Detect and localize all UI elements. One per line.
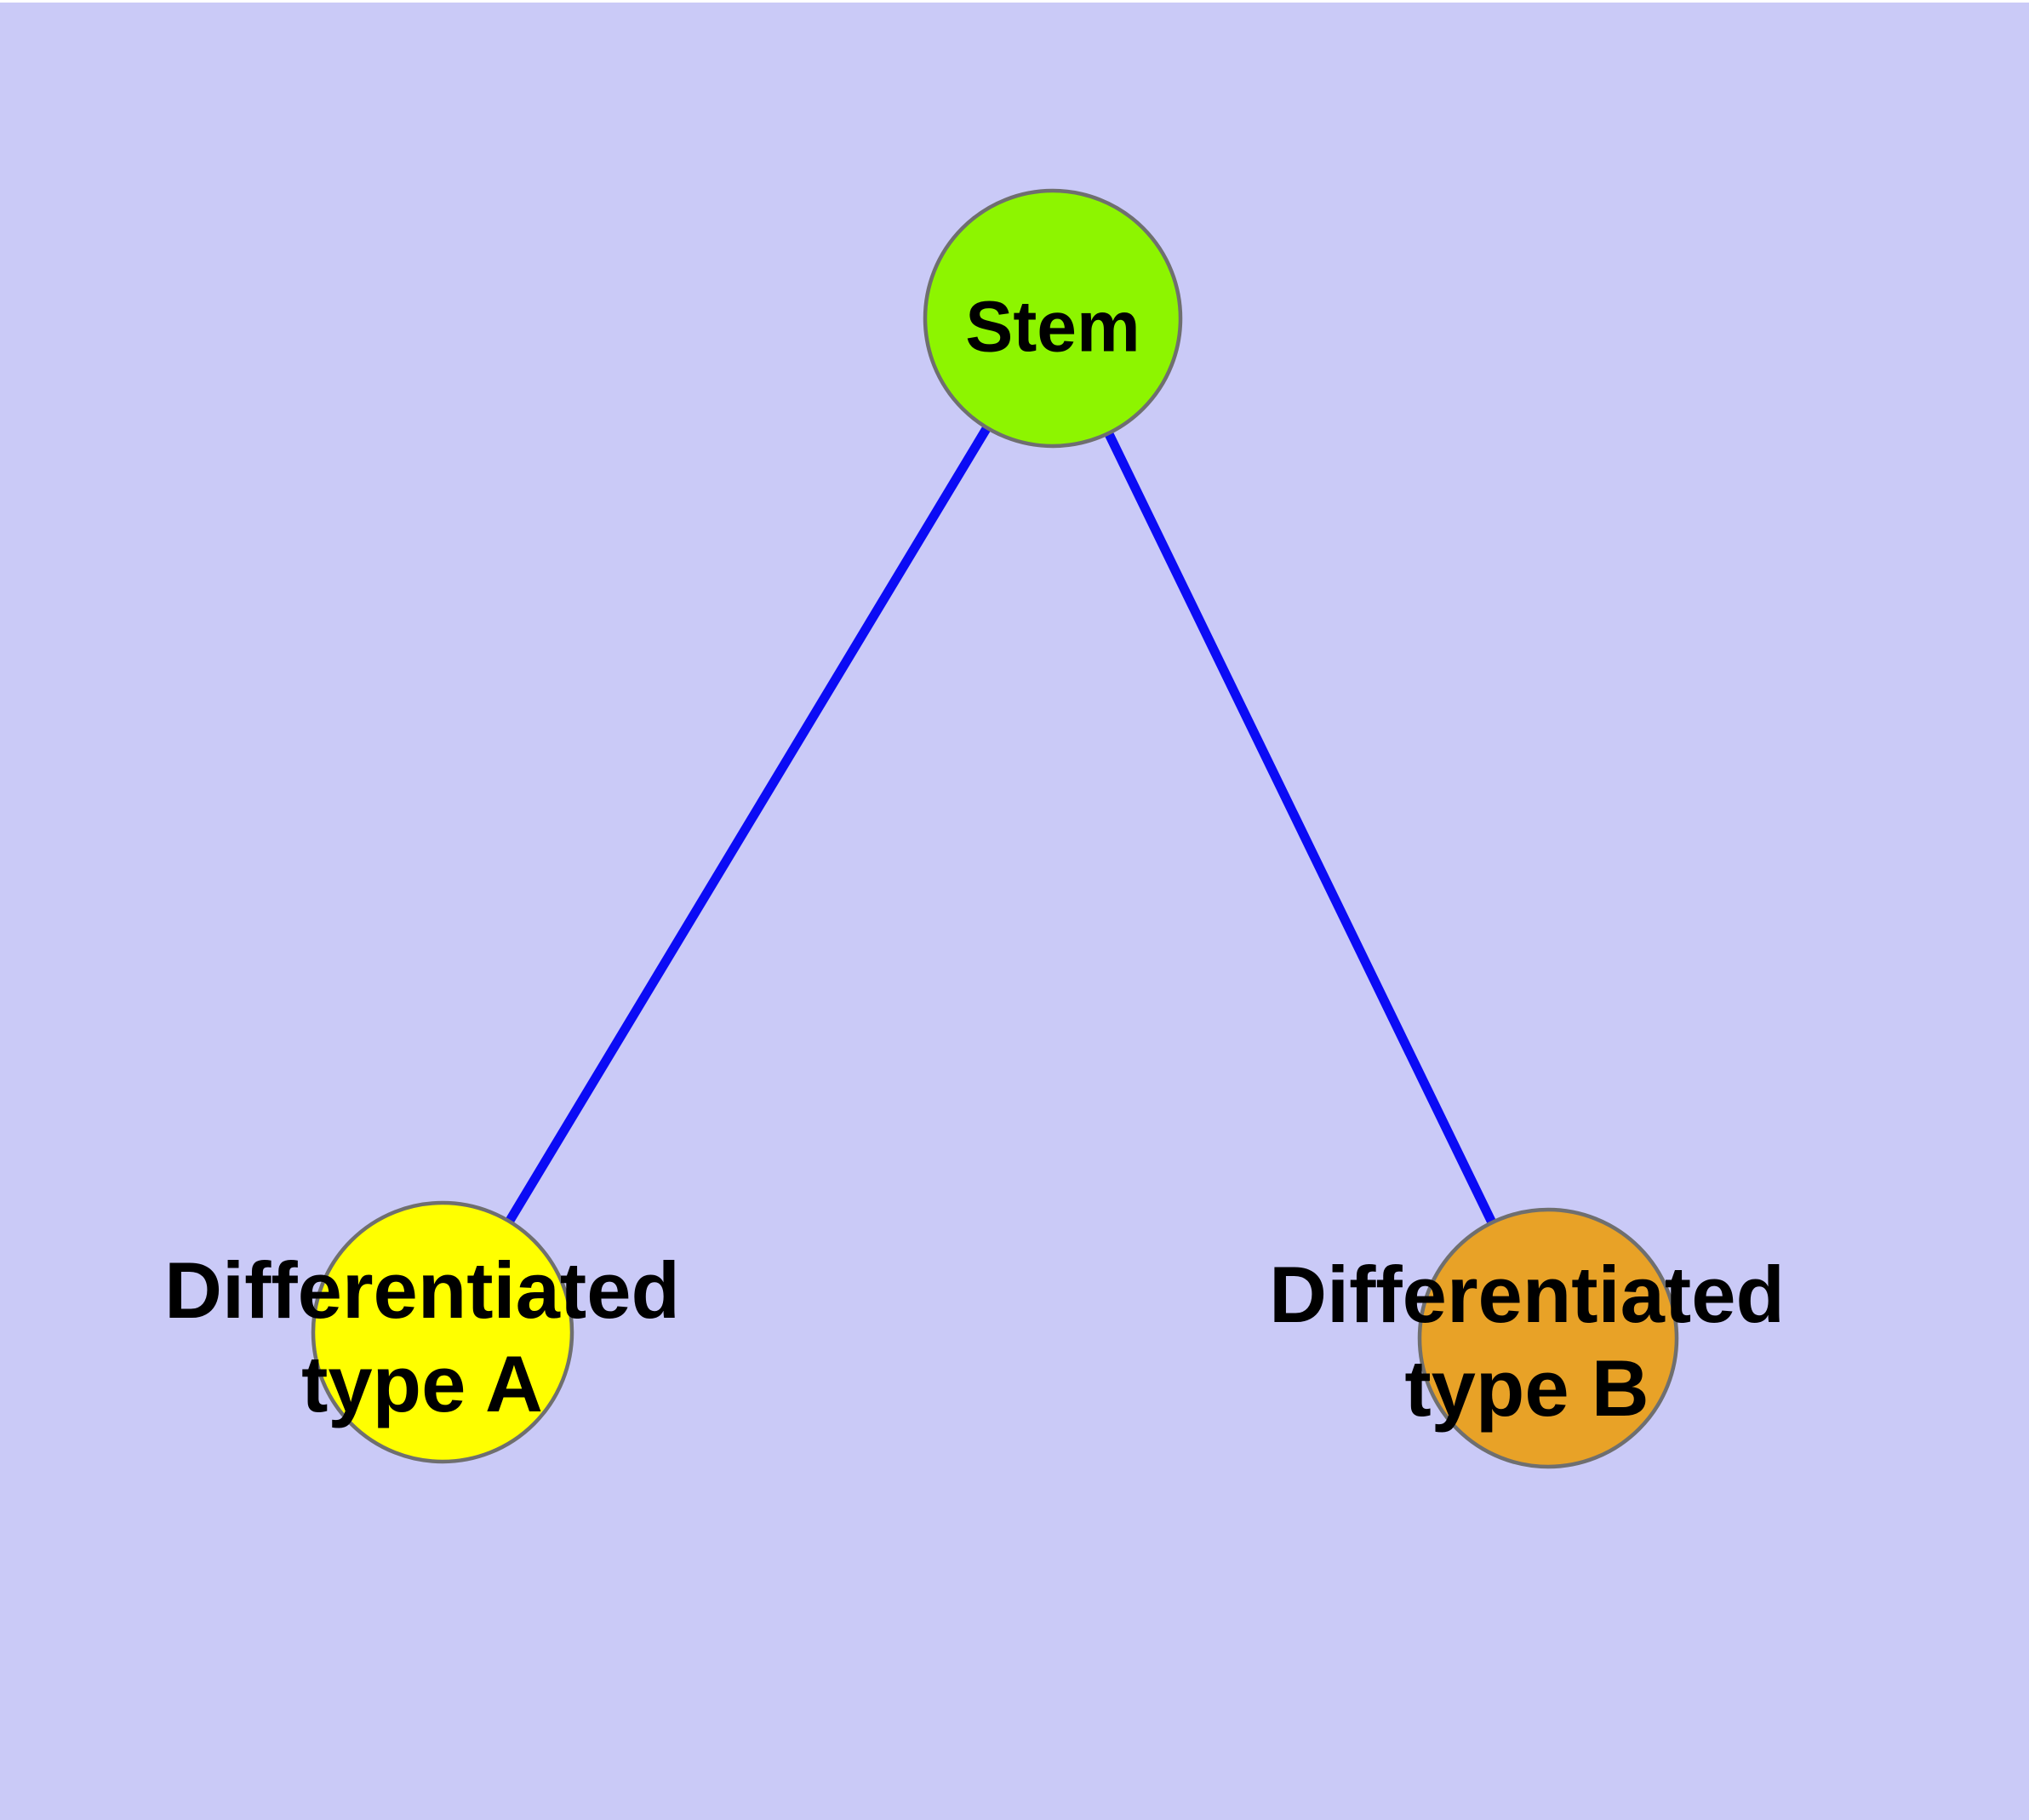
node-type-b-label: Differentiated type B: [1269, 1250, 1785, 1433]
edge-stem-to-type-b: [1048, 313, 1553, 1343]
node-type-a-label: Differentiated type A: [164, 1245, 680, 1428]
edge-stem-to-type-a: [437, 313, 1058, 1337]
node-type-a-circle: [311, 1200, 574, 1464]
node-stem-circle: [923, 188, 1183, 449]
node-type-b-circle: [1417, 1207, 1679, 1469]
node-stem-label: Stem: [965, 286, 1140, 367]
